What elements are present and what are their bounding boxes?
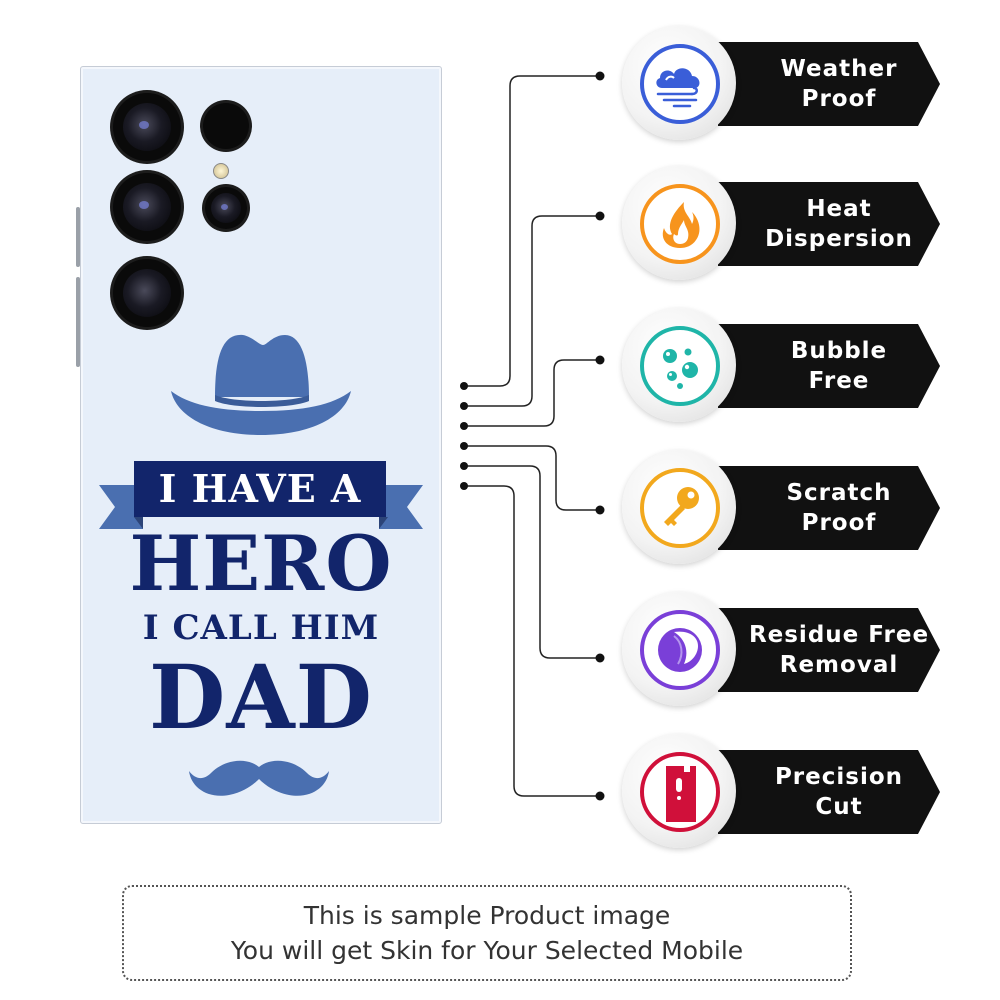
feature-scratch-proof: Scratch Proof	[622, 450, 942, 564]
feature-badge	[622, 450, 736, 564]
feature-badge	[622, 308, 736, 422]
feature-label: Scratch Proof	[786, 480, 892, 536]
precision-cut-icon	[666, 766, 696, 822]
feature-badge	[622, 166, 736, 280]
dad-line: DAD	[149, 645, 373, 749]
call-him-line: I CALL HIM	[142, 608, 380, 648]
weather-cloud-icon	[656, 68, 700, 108]
label-bar	[718, 42, 940, 126]
mustache-icon	[189, 760, 329, 796]
feature-label: Bubble Free	[790, 338, 888, 394]
feature-residue-free-removal: Residue Free Removal	[622, 592, 942, 706]
feature-badge	[622, 592, 736, 706]
ribbon-banner	[99, 485, 423, 529]
feature-label: Residue Free Removal	[748, 622, 930, 678]
feature-badge	[622, 734, 736, 848]
notice-line-1: This is sample Product image	[303, 901, 671, 930]
feature-bubble-free: Bubble Free	[622, 308, 942, 422]
hero-line: HERO	[129, 519, 393, 608]
bubbles-icon	[663, 348, 698, 389]
label-bar	[718, 466, 940, 550]
label-bar	[718, 750, 940, 834]
camera-lens	[113, 259, 181, 327]
flame-icon	[662, 202, 700, 248]
banner-box	[134, 461, 386, 517]
label-bar	[718, 608, 940, 692]
camera-lens	[113, 93, 181, 161]
label-bar	[718, 324, 940, 408]
sample-notice: This is sample Product image You will ge…	[122, 885, 852, 981]
camera-lens	[113, 173, 181, 241]
feature-label: Heat Dispersion	[765, 196, 913, 252]
feature-precision-cut: Precision Cut	[622, 734, 942, 848]
feature-heat-dispersion: Heat Dispersion	[622, 166, 942, 280]
phone-skin-preview: I HAVE A HERO I CALL HIM DAD	[76, 66, 442, 824]
camera-sensor	[203, 103, 249, 149]
phone-side-button	[76, 277, 80, 367]
banner-text: I HAVE A	[158, 466, 362, 511]
camera-flash	[213, 163, 229, 179]
moon-icon	[658, 628, 702, 672]
camera-lens	[205, 187, 247, 229]
notice-line-2: You will get Skin for Your Selected Mobi…	[230, 936, 744, 965]
hat-icon	[171, 334, 351, 435]
label-bar	[718, 182, 940, 266]
feature-label: Weather Proof	[780, 56, 898, 112]
feature-badge	[622, 26, 736, 140]
key-icon	[664, 487, 699, 526]
feature-weather-proof: Weather Proof	[622, 26, 942, 140]
phone-side-button	[76, 207, 80, 267]
feature-label: Precision Cut	[774, 764, 904, 820]
